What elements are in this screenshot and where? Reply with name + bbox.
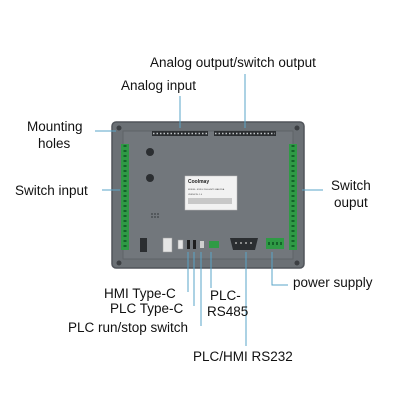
- leader-lines: [95, 74, 323, 346]
- mounting-hole-icon: [116, 260, 122, 266]
- round-port-icon: [146, 174, 154, 182]
- label-switch-input: Switch input: [15, 183, 88, 198]
- right-terminal-block: [289, 144, 297, 250]
- button-icon: [177, 239, 184, 250]
- port-block-icon: [140, 238, 147, 252]
- rs485-terminal-icon: [209, 241, 219, 248]
- left-terminal-block: [121, 144, 129, 250]
- label-mounting-holes-line2: holes: [38, 136, 71, 151]
- mounting-hole-icon: [294, 260, 300, 266]
- label-switch-output-line2: ouput: [334, 195, 368, 210]
- label-plc-rs485-line1: PLC-: [210, 288, 241, 303]
- sticker-brand: Coolmay: [188, 179, 209, 185]
- product-sticker: Coolmay MODEL: EX3G-70H-44MT-16AD2DA VER…: [184, 175, 238, 211]
- sticker-barcode-icon: [188, 198, 232, 204]
- plc-type-c-port-icon: [193, 240, 196, 249]
- top-terminal-strip-left: [152, 131, 208, 136]
- label-analog-input: Analog input: [121, 78, 196, 93]
- label-power-supply: power supply: [293, 275, 373, 290]
- label-plc-run-stop: PLC run/stop switch: [68, 320, 188, 335]
- label-plc-rs485-line2: RS485: [207, 304, 248, 319]
- run-stop-switch-icon: [200, 241, 204, 248]
- power-terminal-icon: [266, 238, 284, 249]
- mounting-hole-icon: [294, 125, 300, 131]
- hmi-type-c-port-icon: [187, 240, 190, 249]
- speaker-grille-icon: [151, 213, 159, 218]
- mounting-hole-icon: [116, 125, 122, 131]
- label-analog-output: Analog output/switch output: [150, 55, 316, 70]
- round-port-icon: [146, 148, 154, 156]
- label-hmi-type-c: HMI Type-C: [104, 286, 176, 301]
- db9-serial-port-icon: [230, 238, 258, 250]
- label-plc-type-c: PLC Type-C: [110, 301, 184, 316]
- battery-slot-icon: [162, 237, 173, 253]
- label-mounting-holes-line1: Mounting: [27, 119, 83, 134]
- top-terminal-strip-right: [214, 131, 276, 136]
- sticker-version: VERSION: 1.0: [188, 194, 203, 196]
- sticker-model: MODEL: EX3G-70H-44MT-16AD2DA: [188, 188, 225, 191]
- label-switch-output-line1: Switch: [331, 178, 371, 193]
- label-plc-hmi-rs232: PLC/HMI RS232: [193, 349, 293, 364]
